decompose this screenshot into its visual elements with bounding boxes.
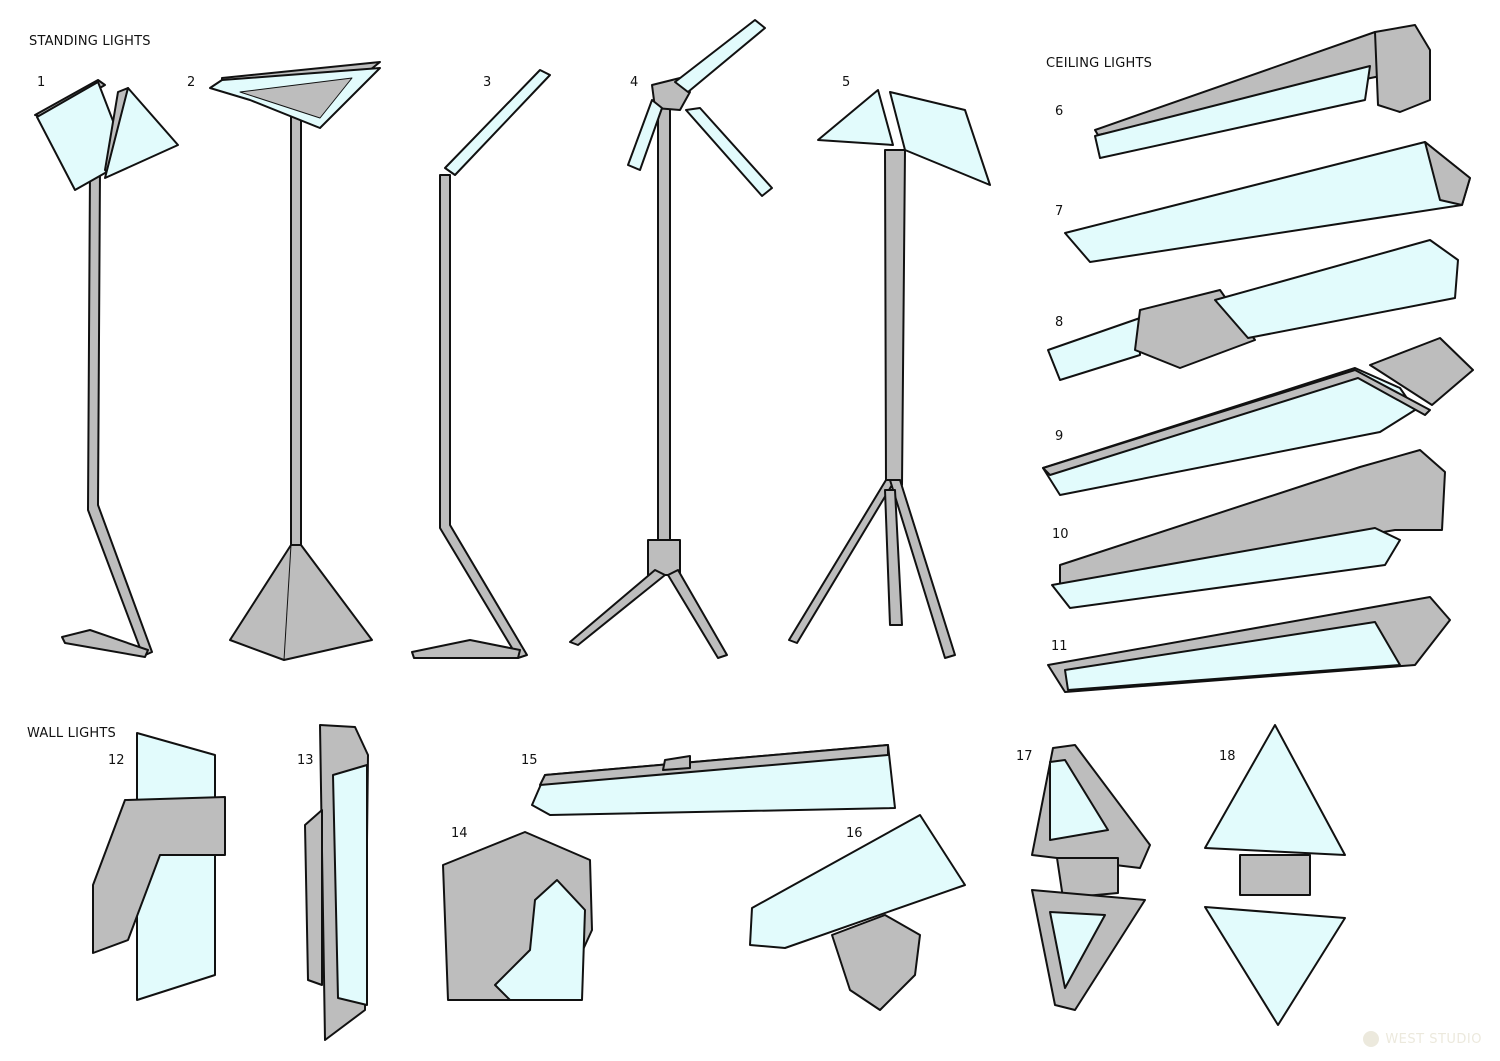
standing-lights-title: STANDING LIGHTS	[29, 34, 151, 49]
ceiling-lights-title: CEILING LIGHTS	[1046, 56, 1153, 71]
item-number: 12	[108, 753, 125, 768]
ceiling-light-10-sketch	[1051, 449, 1446, 609]
item-number: 7	[1055, 204, 1064, 219]
lamp-2-sketch	[209, 61, 381, 661]
lamp-3-sketch	[411, 69, 551, 659]
item-number: 9	[1055, 429, 1064, 444]
ceiling-light-11-sketch	[1047, 596, 1451, 693]
wall-light-13-sketch	[304, 724, 369, 1041]
item-number: 10	[1052, 527, 1069, 542]
item-number: 15	[521, 753, 538, 768]
item-number: 6	[1055, 104, 1064, 119]
item-number: 14	[451, 826, 468, 841]
item-number: 1	[37, 75, 46, 90]
item-number: 11	[1051, 639, 1068, 654]
ceiling-light-6-sketch	[1094, 24, 1431, 159]
ceiling-light-8-sketch	[1047, 239, 1459, 381]
item-number: 13	[297, 753, 314, 768]
item-number: 17	[1016, 749, 1033, 764]
lamp-4-sketch	[569, 19, 773, 659]
ceiling-light-9-sketch	[1042, 337, 1474, 496]
wall-light-14-sketch	[442, 831, 593, 1001]
ceiling-light-7-sketch	[1064, 141, 1471, 263]
lamp-5-sketch	[788, 89, 991, 659]
item-number: 3	[483, 75, 492, 90]
item-number: 5	[842, 75, 851, 90]
item-number: 18	[1219, 749, 1236, 764]
item-number: 8	[1055, 315, 1064, 330]
watermark-text: WEST STUDIO	[1385, 1031, 1482, 1047]
item-number: 4	[630, 75, 639, 90]
wall-light-16-sketch	[749, 814, 966, 1011]
lamp-1-sketch	[34, 79, 179, 658]
item-number: 16	[846, 826, 863, 841]
studio-logo-icon	[1363, 1031, 1380, 1047]
wall-light-15-sketch	[531, 744, 896, 816]
item-number: 2	[187, 75, 196, 90]
watermark: WEST STUDIO	[1363, 1031, 1482, 1047]
wall-lights-title: WALL LIGHTS	[27, 726, 116, 741]
wall-light-17-sketch	[1031, 744, 1151, 1011]
wall-light-18-sketch	[1204, 724, 1346, 1026]
wall-light-12-sketch	[92, 732, 226, 1001]
